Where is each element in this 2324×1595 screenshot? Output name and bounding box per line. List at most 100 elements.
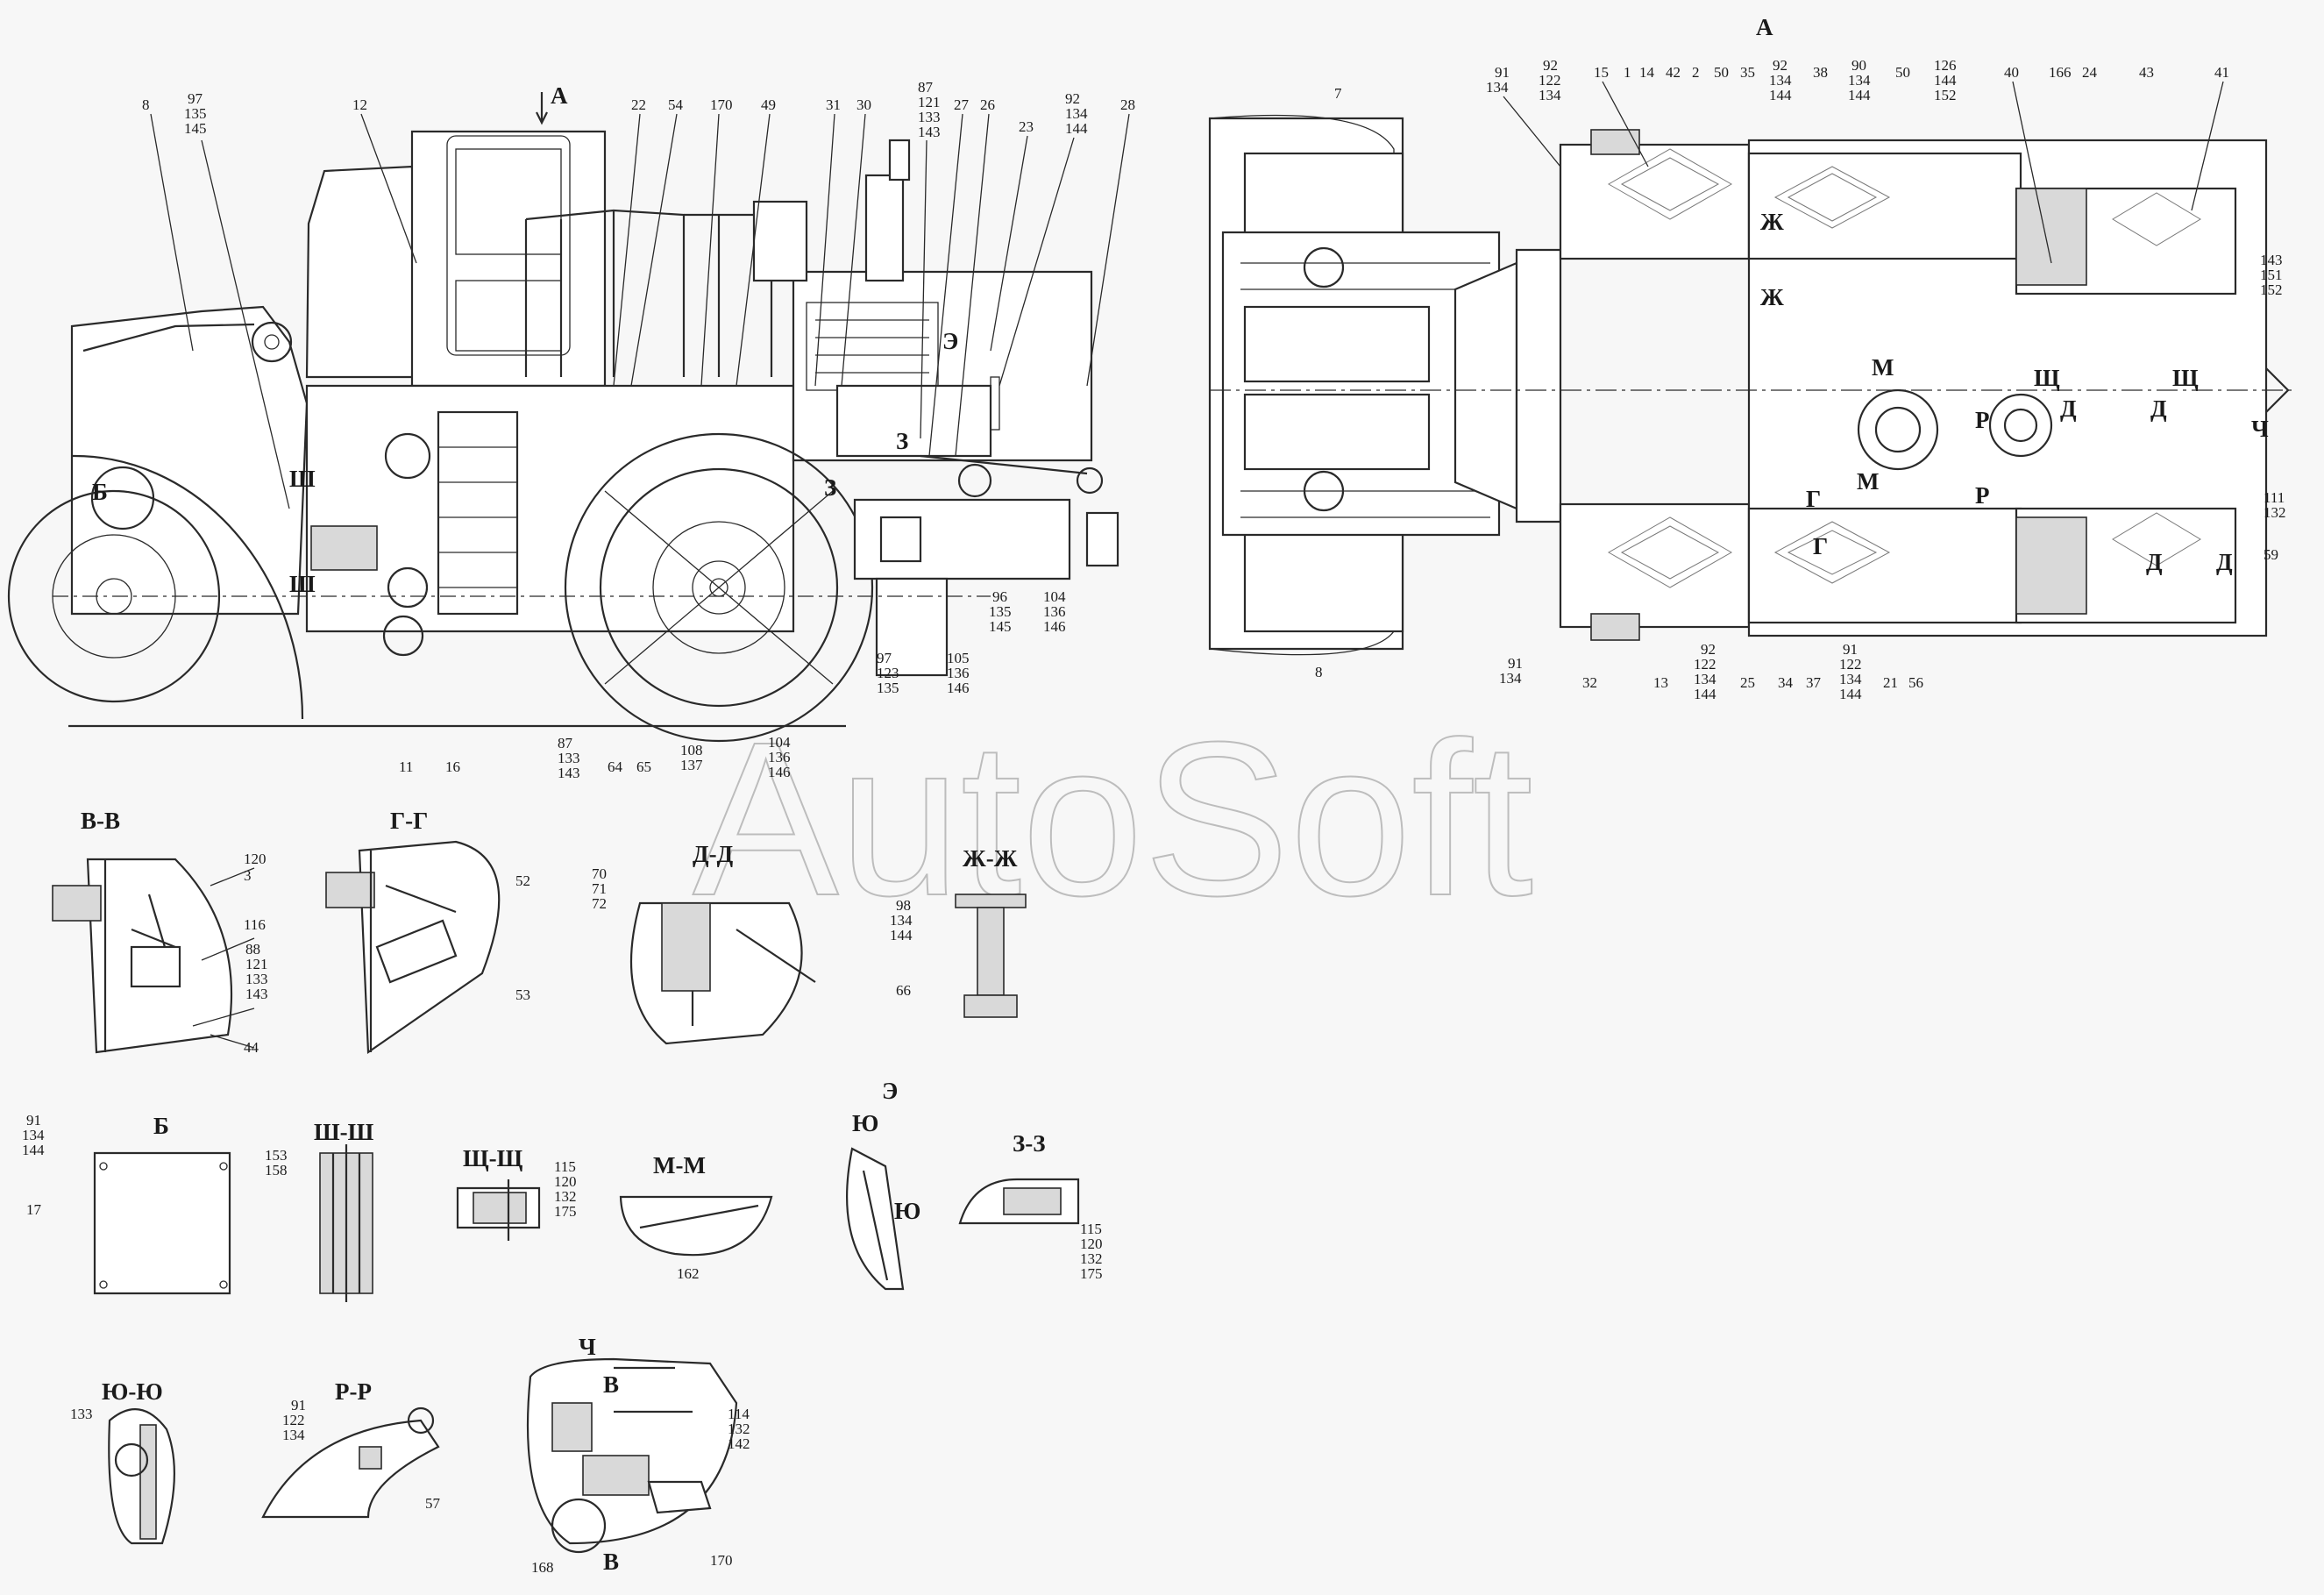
- svg-text:50: 50: [1714, 64, 1729, 81]
- section-gg-title: Г-Г: [390, 808, 428, 834]
- svg-text:121: 121: [918, 94, 941, 110]
- svg-text:134: 134: [1769, 72, 1792, 89]
- svg-text:144: 144: [1848, 87, 1871, 103]
- svg-text:134: 134: [22, 1127, 45, 1143]
- svg-text:122: 122: [1839, 656, 1862, 673]
- svg-text:175: 175: [1080, 1265, 1103, 1282]
- marker-z-bottom: З: [824, 474, 836, 501]
- svg-text:133: 133: [918, 109, 941, 125]
- svg-text:120: 120: [244, 851, 267, 867]
- svg-text:126: 126: [1934, 57, 1957, 74]
- marker-b: Б: [92, 479, 108, 505]
- marker-zh-top: Ж: [1760, 209, 1784, 235]
- svg-text:21: 21: [1883, 674, 1898, 691]
- svg-text:24: 24: [2082, 64, 2098, 81]
- svg-text:31: 31: [826, 96, 841, 113]
- top-view: [1208, 114, 2292, 656]
- svg-text:133: 133: [558, 750, 580, 766]
- svg-text:133: 133: [70, 1406, 93, 1422]
- svg-text:134: 134: [1694, 671, 1716, 687]
- marker-e: Э: [942, 328, 958, 354]
- svg-text:14: 14: [1639, 64, 1655, 81]
- marker-v-bottom: В: [603, 1549, 619, 1575]
- svg-text:25: 25: [1740, 674, 1755, 691]
- svg-text:37: 37: [1806, 674, 1822, 691]
- svg-text:53: 53: [515, 986, 530, 1003]
- svg-text:22: 22: [631, 96, 646, 113]
- section-shchshch-title: Щ-Щ: [463, 1145, 523, 1171]
- svg-text:64: 64: [608, 758, 623, 775]
- svg-text:132: 132: [728, 1421, 750, 1437]
- svg-text:134: 134: [1499, 670, 1522, 687]
- svg-text:88: 88: [245, 941, 260, 958]
- svg-text:133: 133: [245, 971, 268, 987]
- svg-text:104: 104: [768, 734, 791, 751]
- svg-text:11: 11: [399, 758, 413, 775]
- svg-text:151: 151: [2260, 267, 2283, 283]
- svg-text:114: 114: [728, 1406, 750, 1422]
- svg-text:132: 132: [2264, 504, 2286, 521]
- side-view-callouts: 8 97 135 145 12 22 54 170 49 31 30 87 12…: [142, 79, 1135, 781]
- svg-text:143: 143: [918, 124, 941, 140]
- svg-text:32: 32: [1582, 674, 1597, 691]
- leader-lines: [150, 81, 2224, 1049]
- svg-text:40: 40: [2004, 64, 2019, 81]
- svg-text:153: 153: [265, 1147, 288, 1164]
- view-b-drawing: [93, 1151, 231, 1295]
- svg-text:142: 142: [728, 1435, 750, 1452]
- svg-text:56: 56: [1908, 674, 1923, 691]
- svg-text:170: 170: [710, 1552, 733, 1569]
- section-yuyu-title: Ю-Ю: [102, 1378, 163, 1405]
- svg-text:144: 144: [1065, 120, 1088, 137]
- marker-shch-left: Щ: [2034, 365, 2060, 391]
- svg-text:71: 71: [592, 880, 607, 897]
- svg-text:108: 108: [680, 742, 703, 758]
- marker-d-right: Д: [2150, 395, 2167, 422]
- section-callouts: 120 3 116 88 121 133 143 44 52 53 70 71 …: [22, 851, 1103, 1576]
- marker-v-top: В: [603, 1371, 619, 1398]
- svg-text:170: 170: [710, 96, 733, 113]
- marker-d-left: Д: [2060, 395, 2077, 422]
- svg-text:105: 105: [947, 650, 970, 666]
- section-shsh-title: Ш-Ш: [314, 1119, 374, 1145]
- top-view-title: А: [1756, 14, 1773, 40]
- svg-text:136: 136: [1043, 603, 1066, 620]
- marker-m-top: М: [1872, 354, 1894, 381]
- watermark: AutoSoft: [693, 696, 1533, 941]
- section-shchshch-drawing: [456, 1179, 541, 1241]
- svg-text:144: 144: [22, 1142, 45, 1158]
- svg-text:15: 15: [1594, 64, 1609, 81]
- svg-text:27: 27: [954, 96, 970, 113]
- view-b-title: Б: [153, 1113, 169, 1139]
- svg-text:158: 158: [265, 1162, 288, 1178]
- svg-text:136: 136: [947, 665, 970, 681]
- marker-g-bottom: Г: [1813, 533, 1828, 559]
- svg-text:116: 116: [244, 916, 266, 933]
- svg-text:134: 134: [1065, 105, 1088, 122]
- svg-text:168: 168: [531, 1559, 554, 1576]
- svg-text:120: 120: [1080, 1235, 1103, 1252]
- marker-yu-bottom: Ю: [894, 1198, 920, 1224]
- svg-text:152: 152: [1934, 87, 1957, 103]
- svg-text:16: 16: [445, 758, 460, 775]
- svg-text:132: 132: [554, 1188, 577, 1205]
- view-e-title: Э: [882, 1078, 898, 1104]
- svg-text:146: 146: [1043, 618, 1066, 635]
- section-vv-drawing: [52, 858, 233, 1054]
- svg-text:104: 104: [1043, 588, 1066, 605]
- svg-text:134: 134: [890, 912, 913, 929]
- svg-text:13: 13: [1653, 674, 1668, 691]
- svg-text:162: 162: [677, 1265, 700, 1282]
- svg-text:91: 91: [1508, 655, 1523, 672]
- svg-text:115: 115: [1080, 1221, 1102, 1237]
- svg-text:26: 26: [980, 96, 995, 113]
- svg-text:91: 91: [26, 1112, 41, 1129]
- svg-text:50: 50: [1895, 64, 1910, 81]
- marker-d-bottom-right: Д: [2216, 549, 2233, 575]
- svg-text:70: 70: [592, 865, 607, 882]
- svg-text:175: 175: [554, 1203, 577, 1220]
- svg-text:30: 30: [856, 96, 871, 113]
- svg-text:146: 146: [947, 680, 970, 696]
- svg-text:12: 12: [352, 96, 367, 113]
